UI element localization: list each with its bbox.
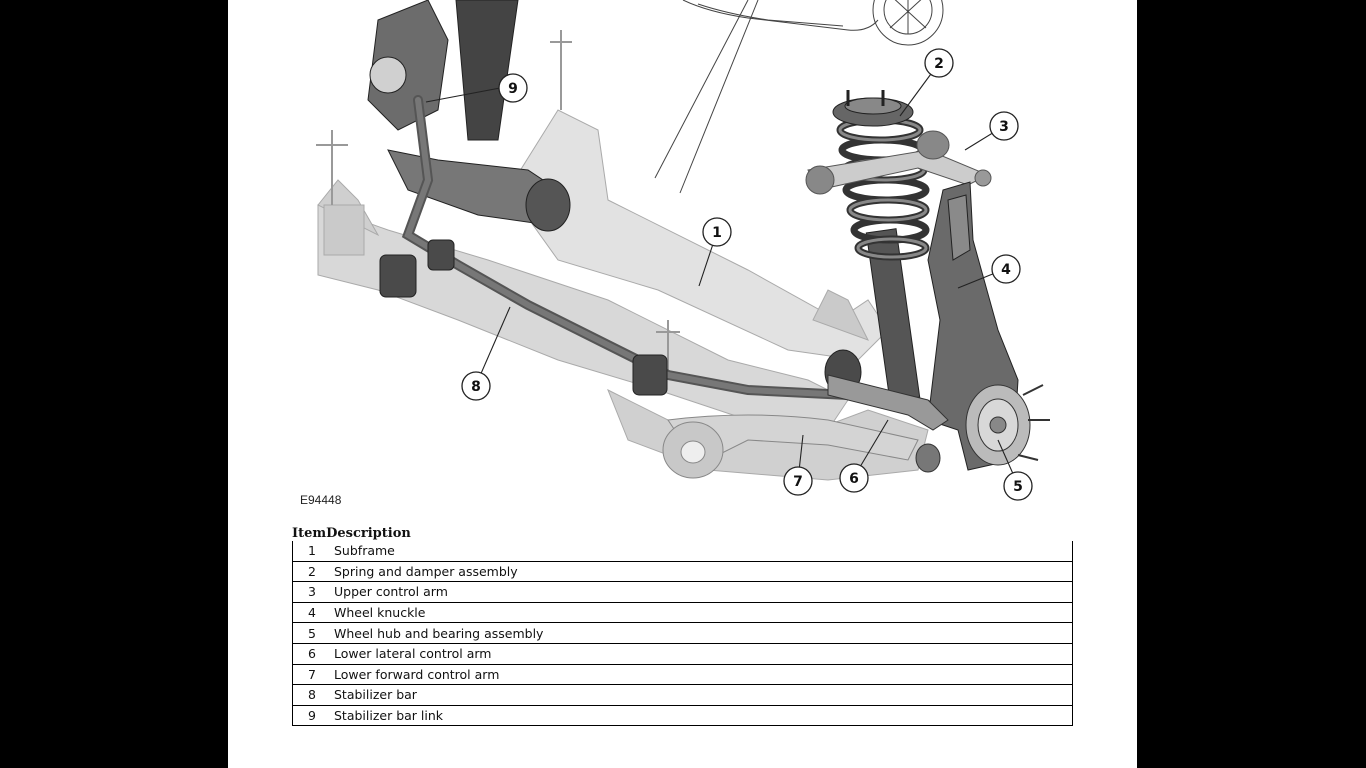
callout-4-label: 4 — [1001, 262, 1011, 278]
item-number: 2 — [292, 561, 331, 583]
callout-7: 7 — [783, 466, 813, 496]
callout-5: 5 — [1003, 471, 1033, 501]
callout-3-label: 3 — [999, 119, 1009, 135]
item-description: Wheel hub and bearing assembly — [331, 622, 1073, 644]
callout-7-label: 7 — [793, 474, 803, 490]
callout-9: 9 — [498, 73, 528, 103]
left-strut-drawing — [367, 0, 571, 232]
callout-6: 6 — [839, 463, 869, 493]
lower-lateral-control-arm-drawing — [827, 374, 949, 473]
item-number: 8 — [292, 684, 331, 706]
item-number: 4 — [292, 602, 331, 624]
item-number: 6 — [292, 643, 331, 665]
callout-1: 1 — [702, 217, 732, 247]
item-description: Stabilizer bar link — [331, 705, 1073, 727]
item-description: Lower lateral control arm — [331, 643, 1073, 665]
item-description: Subframe — [331, 541, 1073, 562]
item-description: Upper control arm — [331, 581, 1073, 603]
item-description: Spring and damper assembly — [331, 561, 1073, 583]
item-description: Wheel knuckle — [331, 602, 1073, 624]
lower-forward-control-arm-drawing — [662, 414, 919, 479]
item-description: Lower forward control arm — [331, 664, 1073, 686]
document-page: 1 2 3 4 5 6 7 8 9 E94448 ItemDescription… — [228, 0, 1137, 768]
suspension-illustration: 1 2 3 4 5 6 7 8 9 — [316, 0, 1050, 501]
item-description: Stabilizer bar — [331, 684, 1073, 706]
item-number: 9 — [292, 705, 331, 727]
callout-2-label: 2 — [934, 56, 944, 72]
callout-4: 4 — [991, 254, 1021, 284]
wheel-hub-drawing — [965, 384, 1050, 466]
callout-8-label: 8 — [471, 379, 481, 395]
vehicle-outline-drawing — [654, 0, 944, 194]
callout-2: 2 — [924, 48, 954, 78]
callout-8: 8 — [461, 371, 491, 401]
item-number: 3 — [292, 581, 331, 603]
legend-header: ItemDescription — [292, 526, 411, 541]
mounting-studs-drawing — [316, 30, 680, 370]
callout-9-label: 9 — [508, 81, 518, 97]
item-number: 1 — [292, 541, 331, 562]
callout-5-label: 5 — [1013, 479, 1023, 495]
figure-id: E94448 — [300, 493, 342, 507]
item-number: 7 — [292, 664, 331, 686]
callout-3: 3 — [989, 111, 1019, 141]
stabilizer-bar-drawing — [401, 95, 933, 410]
item-number: 5 — [292, 622, 331, 644]
callout-6-label: 6 — [849, 471, 859, 487]
callout-1-label: 1 — [712, 225, 722, 241]
